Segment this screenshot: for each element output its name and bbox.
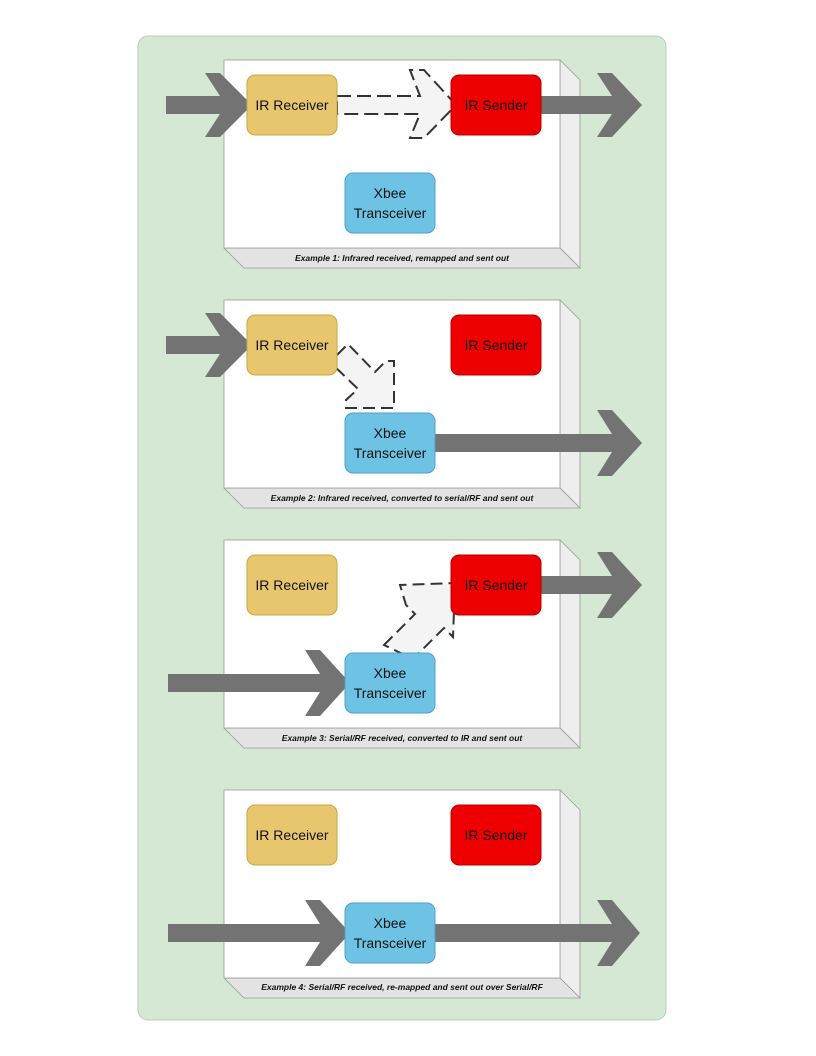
xbee-transceiver-node: Xbee Transceiver: [344, 902, 436, 964]
ir-receiver-node: IR Receiver: [246, 804, 338, 866]
right-arrow-icon: [166, 313, 252, 377]
svg-text:IR Sender: IR Sender: [464, 577, 527, 593]
example-caption: Example 2: Infrared received, converted …: [271, 493, 535, 503]
xbee-transceiver-node: Xbee Transceiver: [344, 412, 436, 474]
right-arrow-icon: [432, 410, 642, 476]
right-arrow-icon: [166, 73, 252, 137]
ir-sender-node: IR Sender: [450, 74, 542, 136]
right-arrow-icon: [168, 650, 350, 716]
example-4: Example 4: Serial/RF received, re-mapped…: [168, 789, 640, 999]
example-caption: Example 3: Serial/RF received, converted…: [282, 733, 524, 743]
svg-text:Xbee: Xbee: [374, 185, 407, 201]
svg-text:Xbee: Xbee: [374, 665, 407, 681]
ir-sender-node: IR Sender: [450, 314, 542, 376]
svg-text:IR Receiver: IR Receiver: [255, 337, 328, 353]
svg-text:IR Receiver: IR Receiver: [255, 577, 328, 593]
svg-text:IR Receiver: IR Receiver: [255, 97, 328, 113]
right-arrow-icon: [538, 552, 642, 618]
xbee-transceiver-node: Xbee Transceiver: [344, 172, 436, 234]
svg-text:IR Sender: IR Sender: [464, 97, 527, 113]
svg-text:Xbee: Xbee: [374, 915, 407, 931]
ir-receiver-node: IR Receiver: [246, 554, 338, 616]
dashed-arrow-icon: [336, 69, 458, 139]
svg-text:Transceiver: Transceiver: [354, 685, 427, 701]
xbee-transceiver-node: Xbee Transceiver: [344, 652, 436, 714]
right-arrow-icon: [538, 73, 642, 137]
svg-text:Transceiver: Transceiver: [354, 445, 427, 461]
right-arrow-icon: [432, 900, 640, 966]
ir-sender-node: IR Sender: [450, 804, 542, 866]
ir-receiver-node: IR Receiver: [246, 74, 338, 136]
example-3: Example 3: Serial/RF received, converted…: [168, 539, 642, 749]
dashed-arrow-icon: [328, 342, 395, 409]
example-2: Example 2: Infrared received, converted …: [166, 299, 642, 509]
svg-text:Transceiver: Transceiver: [354, 205, 427, 221]
svg-text:IR Sender: IR Sender: [464, 827, 527, 843]
example-caption: Example 1: Infrared received, remapped a…: [295, 253, 510, 263]
example-caption: Example 4: Serial/RF received, re-mapped…: [261, 982, 543, 992]
svg-text:Transceiver: Transceiver: [354, 935, 427, 951]
background-panel: [137, 35, 667, 1021]
svg-text:IR Receiver: IR Receiver: [255, 827, 328, 843]
ir-sender-node: IR Sender: [450, 554, 542, 616]
right-arrow-icon: [168, 900, 350, 966]
svg-text:Xbee: Xbee: [374, 425, 407, 441]
example-1: Example 1: Infrared received, remapped a…: [166, 59, 642, 269]
ir-receiver-node: IR Receiver: [246, 314, 338, 376]
svg-text:IR Sender: IR Sender: [464, 337, 527, 353]
